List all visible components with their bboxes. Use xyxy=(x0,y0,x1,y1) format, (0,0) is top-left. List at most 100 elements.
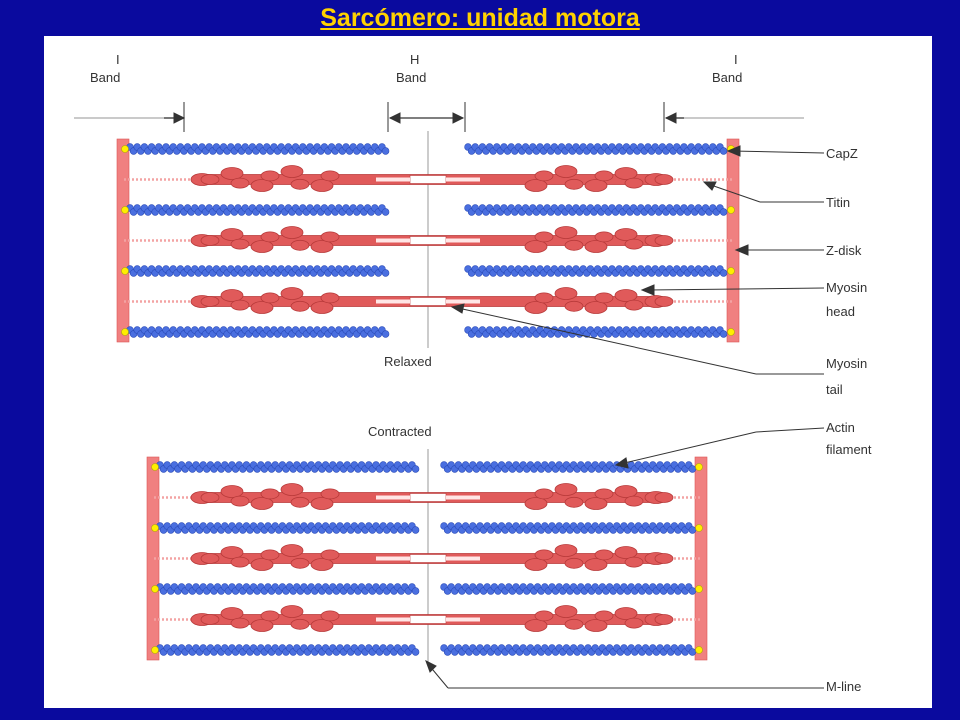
myosin-head xyxy=(290,496,310,508)
i-band-left-label-2: Band xyxy=(90,70,120,85)
myosin-head xyxy=(554,544,578,557)
myosin-head xyxy=(230,299,250,311)
capz-cap xyxy=(695,463,703,471)
myosin-head xyxy=(200,296,220,307)
z-disk xyxy=(116,138,130,343)
myosin-head xyxy=(260,610,280,622)
myosin-head xyxy=(554,483,578,496)
capz-cap xyxy=(151,524,159,532)
myosin-head xyxy=(250,301,274,314)
actin-filament xyxy=(440,522,697,534)
myosin-head xyxy=(524,179,548,192)
myosin-head xyxy=(564,618,584,630)
myosin-head xyxy=(584,179,608,192)
myosin-head xyxy=(654,614,674,625)
capz-cap xyxy=(151,646,159,654)
myosin-head xyxy=(614,228,638,241)
myosin-head xyxy=(230,556,250,568)
titin-label: Titin xyxy=(826,195,850,210)
actin-filament xyxy=(440,461,697,473)
myosin-head xyxy=(554,605,578,618)
myosin-head xyxy=(614,485,638,498)
myosin-head xyxy=(290,239,310,251)
myosin-head xyxy=(230,177,250,189)
actin-filament xyxy=(126,265,390,277)
contracted-label: Contracted xyxy=(368,424,432,439)
actin-filament xyxy=(156,522,420,534)
capz-cap xyxy=(695,524,703,532)
myosin-head xyxy=(614,607,638,620)
myosin-head xyxy=(584,619,608,632)
h-band-label-1: H xyxy=(410,52,419,67)
capz-cap xyxy=(151,585,159,593)
mline-label: M-line xyxy=(826,679,861,694)
capz-cap xyxy=(727,267,735,275)
myosin-head xyxy=(310,497,334,510)
actin-filament xyxy=(440,583,697,595)
myosin-head xyxy=(594,488,614,500)
actin-filament xyxy=(126,326,390,338)
myosin-head xyxy=(200,614,220,625)
myosin-head xyxy=(320,488,340,500)
actin-filament xyxy=(464,265,728,277)
myosin-head xyxy=(320,231,340,243)
myosin-head xyxy=(584,301,608,314)
myosin-head-label-2: head xyxy=(826,304,855,319)
myosin-head xyxy=(290,618,310,630)
capz-cap xyxy=(727,206,735,214)
myosin-head xyxy=(200,553,220,564)
myosin-head-label-1: Myosin xyxy=(826,280,867,295)
capz-cap xyxy=(695,585,703,593)
myosin-head xyxy=(220,607,244,620)
myosin-filament xyxy=(154,483,700,510)
capz-cap xyxy=(695,646,703,654)
capz-cap xyxy=(727,328,735,336)
myosin-filament xyxy=(124,287,732,314)
myosin-head xyxy=(534,488,554,500)
myosin-head xyxy=(310,301,334,314)
myosin-head xyxy=(250,497,274,510)
myosin-head xyxy=(250,558,274,571)
myosin-head xyxy=(524,240,548,253)
relaxed-sarcomere xyxy=(116,131,740,348)
myosin-head xyxy=(534,292,554,304)
myosin-head xyxy=(320,610,340,622)
actin-filament xyxy=(156,644,420,656)
myosin-head xyxy=(624,177,644,189)
myosin-head xyxy=(624,617,644,629)
actin-filament-label-1: Actin xyxy=(826,420,855,435)
capz-cap xyxy=(151,463,159,471)
myosin-tail-label-2: tail xyxy=(826,382,843,397)
myosin-head xyxy=(200,235,220,246)
myosin-head xyxy=(564,239,584,251)
actin-filament xyxy=(156,461,420,473)
myosin-head xyxy=(654,235,674,246)
myosin-head xyxy=(320,292,340,304)
myosin-head xyxy=(310,179,334,192)
actin-filament xyxy=(126,204,390,216)
myosin-tail-label-1: Myosin xyxy=(826,356,867,371)
myosin-head xyxy=(220,485,244,498)
myosin-head xyxy=(250,619,274,632)
myosin-head xyxy=(290,178,310,190)
myosin-head xyxy=(290,557,310,569)
myosin-head xyxy=(594,549,614,561)
capz-cap xyxy=(121,328,129,336)
myosin-head xyxy=(220,289,244,302)
z-disk xyxy=(726,138,740,343)
z-disk xyxy=(146,456,160,661)
myosin-head xyxy=(260,549,280,561)
myosin-head xyxy=(260,231,280,243)
myosin-head xyxy=(564,178,584,190)
myosin-head xyxy=(280,165,304,178)
myosin-head xyxy=(310,558,334,571)
actin-filament-label-2: filament xyxy=(826,442,872,457)
myosin-head xyxy=(200,492,220,503)
myosin-head xyxy=(230,238,250,250)
myosin-head xyxy=(564,300,584,312)
myosin-head xyxy=(534,170,554,182)
myosin-head xyxy=(534,231,554,243)
relaxed-label: Relaxed xyxy=(384,354,432,369)
myosin-head xyxy=(624,556,644,568)
myosin-head xyxy=(624,495,644,507)
